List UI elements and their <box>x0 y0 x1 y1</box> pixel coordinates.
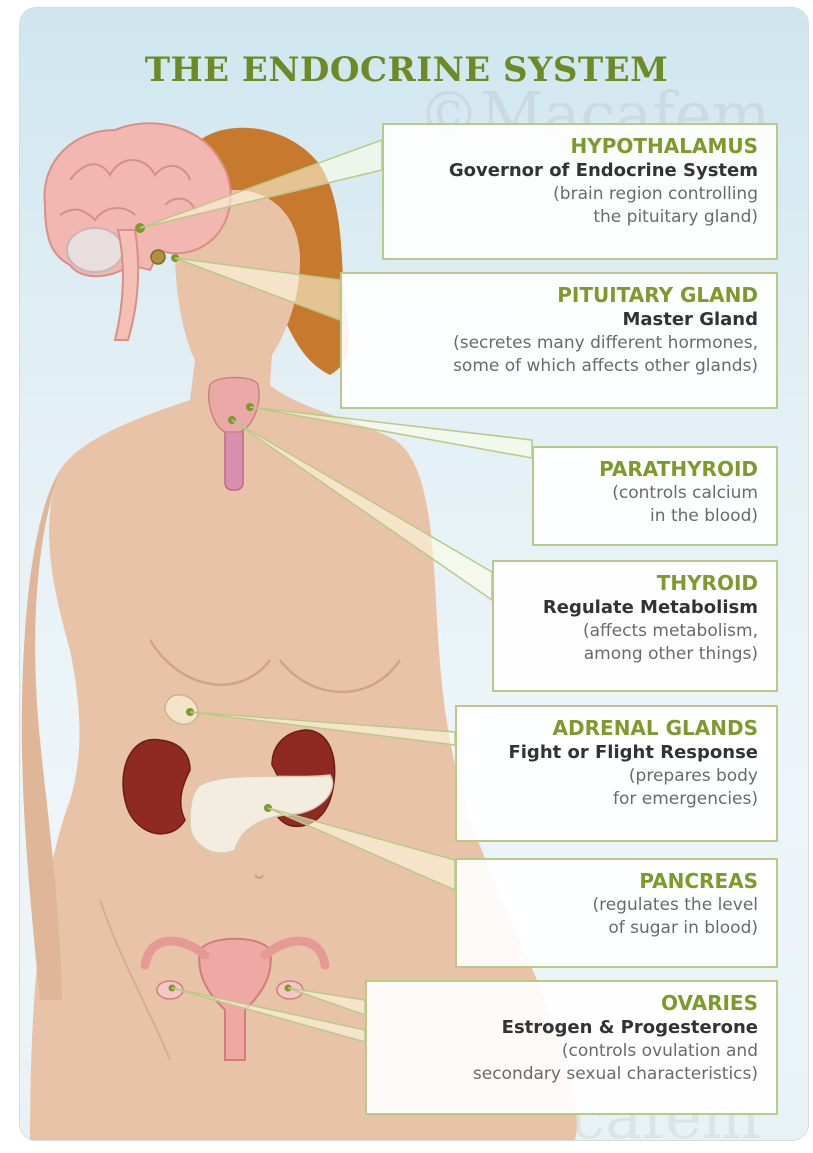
cerebellum <box>67 228 123 272</box>
gland-name: OVARIES <box>377 990 758 1016</box>
kidney-left <box>123 740 190 834</box>
page-title: THE ENDOCRINE SYSTEM <box>0 50 813 90</box>
gland-name: PANCREAS <box>467 868 758 894</box>
thyroid-label-box: THYROID Regulate Metabolism (affects met… <box>492 560 778 692</box>
pituitary-dot <box>151 250 165 264</box>
gland-description: (controls calcium in the blood) <box>544 482 758 528</box>
gland-name: HYPOTHALAMUS <box>394 133 758 159</box>
gland-description: (controls ovulation and secondary sexual… <box>377 1040 758 1086</box>
ovaries-label-box: OVARIES Estrogen & Progesterone (control… <box>365 980 778 1115</box>
gland-description: (affects metabolism, among other things) <box>504 620 758 666</box>
parathyroid-label-box: PARATHYROID (controls calcium in the blo… <box>532 446 778 546</box>
gland-description: (prepares body for emergencies) <box>467 765 758 811</box>
gland-name: PARATHYROID <box>544 456 758 482</box>
gland-role: Master Gland <box>352 308 758 332</box>
gland-name: ADRENAL GLANDS <box>467 715 758 741</box>
hypothalamus-label-box: HYPOTHALAMUS Governor of Endocrine Syste… <box>382 123 778 260</box>
pancreas-label-box: PANCREAS (regulates the level of sugar i… <box>455 858 778 968</box>
gland-name: PITUITARY GLAND <box>352 282 758 308</box>
gland-role: Estrogen & Progesterone <box>377 1016 758 1040</box>
gland-role: Fight or Flight Response <box>467 741 758 765</box>
gland-role: Governor of Endocrine System <box>394 159 758 183</box>
gland-name: THYROID <box>504 570 758 596</box>
pituitary-label-box: PITUITARY GLAND Master Gland (secretes m… <box>340 272 778 409</box>
gland-description: (regulates the level of sugar in blood) <box>467 894 758 940</box>
gland-description: (brain region controlling the pituitary … <box>394 183 758 229</box>
adrenal-label-box: ADRENAL GLANDS Fight or Flight Response … <box>455 705 778 842</box>
gland-role: Regulate Metabolism <box>504 596 758 620</box>
gland-description: (secretes many different hormones, some … <box>352 332 758 378</box>
